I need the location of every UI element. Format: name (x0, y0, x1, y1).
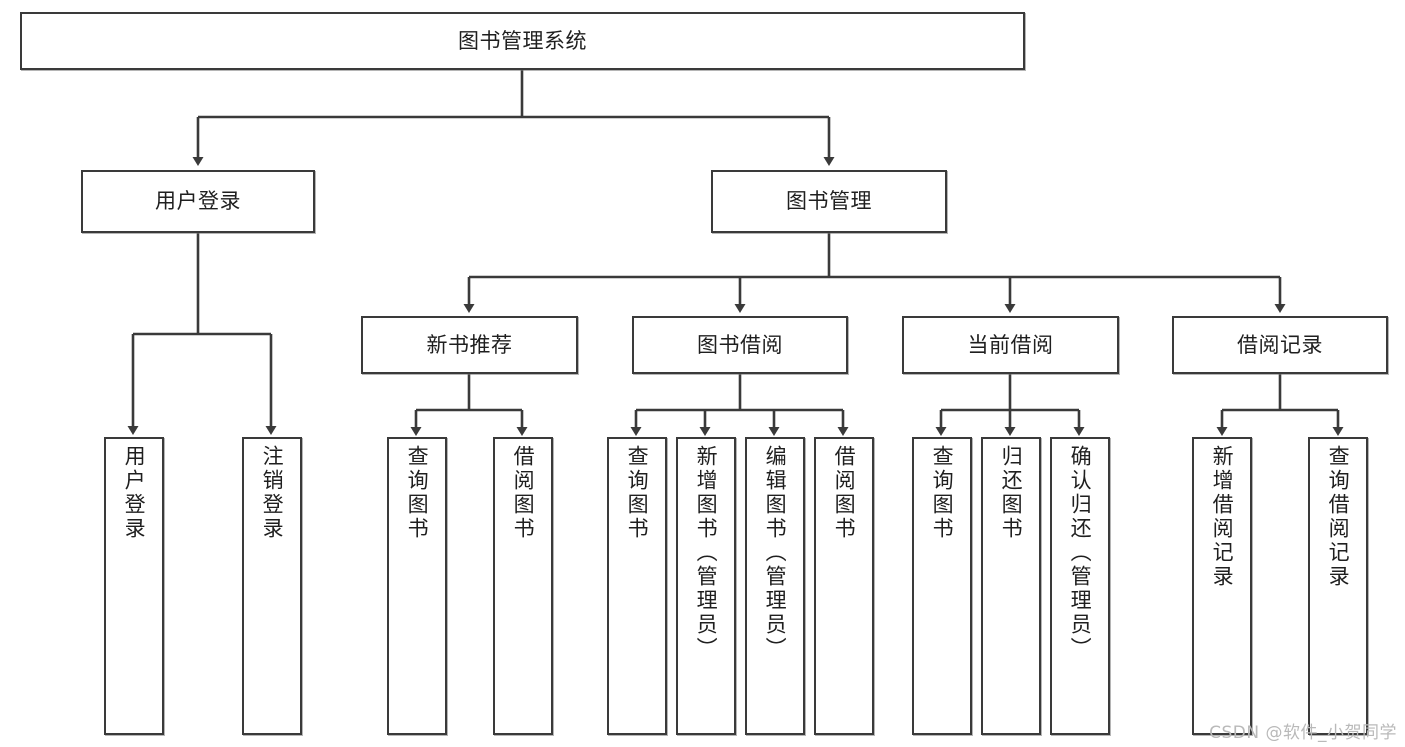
node-label: 查询图书 (930, 445, 955, 541)
node-leaf-user-login[interactable]: 用户登录 (104, 437, 164, 735)
node-leaf-logout-login[interactable]: 注销登录 (242, 437, 302, 735)
node-leaf-add-book[interactable]: 新增图书（管理员） (676, 437, 736, 735)
node-label: 编辑图书（管理员） (763, 445, 788, 661)
node-borrow-record[interactable]: 借阅记录 (1172, 316, 1388, 374)
node-current-borrow[interactable]: 当前借阅 (902, 316, 1119, 374)
node-leaf-query-book-1[interactable]: 查询图书 (387, 437, 447, 735)
node-book-borrow[interactable]: 图书借阅 (632, 316, 848, 374)
node-leaf-edit-book[interactable]: 编辑图书（管理员） (745, 437, 805, 735)
node-leaf-confirm-return[interactable]: 确认归还（管理员） (1050, 437, 1110, 735)
node-book-management[interactable]: 图书管理 (711, 170, 947, 233)
node-leaf-query-book-3[interactable]: 查询图书 (912, 437, 972, 735)
node-label: 查询借阅记录 (1326, 445, 1351, 589)
node-label: 注销登录 (260, 445, 285, 541)
node-leaf-return-book[interactable]: 归还图书 (981, 437, 1041, 735)
node-leaf-query-book-2[interactable]: 查询图书 (607, 437, 667, 735)
node-label: 确认归还（管理员） (1068, 445, 1093, 661)
node-label: 新增借阅记录 (1210, 445, 1235, 589)
node-label: 图书管理系统 (458, 28, 587, 53)
node-leaf-query-record[interactable]: 查询借阅记录 (1308, 437, 1368, 735)
node-label: 查询图书 (625, 445, 650, 541)
node-label: 图书管理 (786, 189, 872, 214)
node-label: 借阅记录 (1237, 332, 1323, 357)
node-label: 新书推荐 (426, 332, 513, 357)
node-user-login[interactable]: 用户登录 (81, 170, 315, 233)
node-label: 归还图书 (999, 445, 1024, 541)
node-leaf-add-record[interactable]: 新增借阅记录 (1192, 437, 1252, 735)
node-leaf-borrow-book-1[interactable]: 借阅图书 (493, 437, 553, 735)
node-label: 用户登录 (155, 189, 241, 214)
node-label: 新增图书（管理员） (694, 445, 719, 661)
node-book-management-system[interactable]: 图书管理系统 (20, 12, 1025, 70)
node-label: 用户登录 (122, 445, 147, 541)
node-label: 当前借阅 (967, 332, 1054, 357)
node-leaf-borrow-book-2[interactable]: 借阅图书 (814, 437, 874, 735)
node-label: 查询图书 (405, 445, 430, 541)
node-new-book-recommend[interactable]: 新书推荐 (361, 316, 578, 374)
node-label: 图书借阅 (697, 332, 783, 357)
node-label: 借阅图书 (511, 445, 536, 541)
node-label: 借阅图书 (832, 445, 857, 541)
